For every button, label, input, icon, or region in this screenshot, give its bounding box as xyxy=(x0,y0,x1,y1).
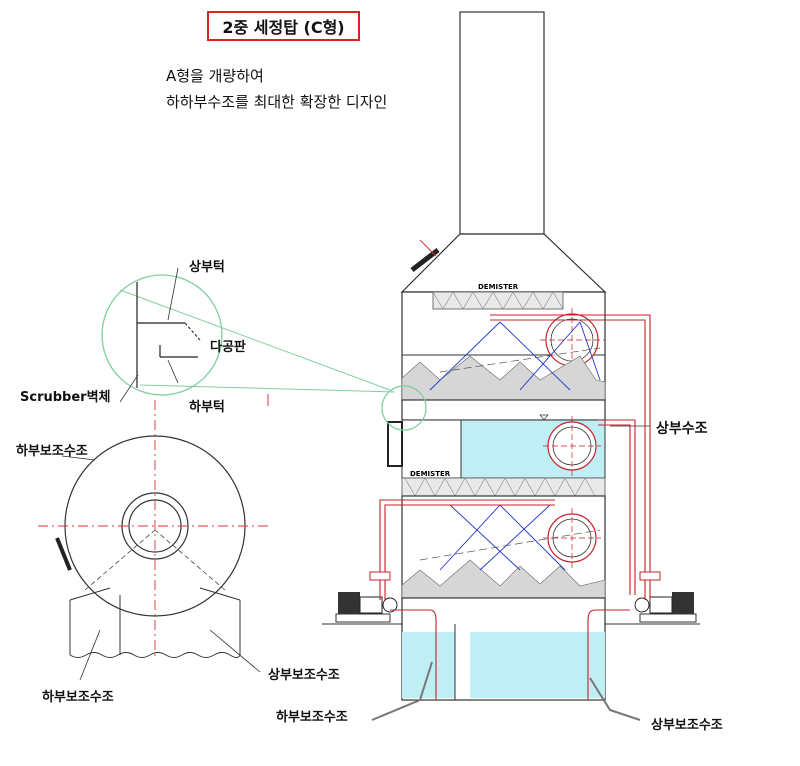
lower-spray-lines xyxy=(439,504,566,571)
exhaust-stack xyxy=(459,11,545,235)
detail-callout-circle xyxy=(101,274,223,396)
left-pump xyxy=(335,592,398,623)
lower-tank-water xyxy=(402,632,455,698)
label-upper-aux-tank: 상부보조수조 xyxy=(651,718,723,733)
label-plan-lower-aux-tank-bottom: 하부보조수조 xyxy=(42,690,114,705)
label-perforated-plate: 다공판 xyxy=(210,340,246,355)
detail-source-circle xyxy=(381,385,427,431)
circulation-piping xyxy=(379,314,651,700)
description-line-1: A형을 개량하여 xyxy=(166,67,264,85)
label-plan-upper-aux-tank: 상부보조수조 xyxy=(268,668,340,683)
label-plan-lower-aux-tank: 하부보조수조 xyxy=(16,444,88,459)
plan-side-flange xyxy=(55,537,72,571)
label-lower-aux-tank: 하부보조수조 xyxy=(276,710,348,725)
label-upper-tray: 상부턱 xyxy=(189,260,225,275)
gas-inlet-flange xyxy=(387,421,403,467)
upper-packing xyxy=(401,355,606,401)
description-line-2: 하하부수조를 최대한 확장한 디자인 xyxy=(166,93,388,111)
label-scrubber-wall: Scrubber벽체 xyxy=(20,390,111,405)
label-upper-tank: 상부수조 xyxy=(656,421,708,437)
upper-aux-tank-water xyxy=(470,632,605,698)
lower-packing xyxy=(401,559,606,599)
right-pump xyxy=(634,592,697,623)
label-lower-tray: 하부턱 xyxy=(189,400,225,415)
demister-top-label: DEMISTER xyxy=(478,283,519,291)
upper-spray-lines xyxy=(429,321,601,391)
diagram-title: 2중 세정탑 (C형) xyxy=(207,11,360,41)
demister-mid-label: DEMISTER xyxy=(410,470,451,478)
